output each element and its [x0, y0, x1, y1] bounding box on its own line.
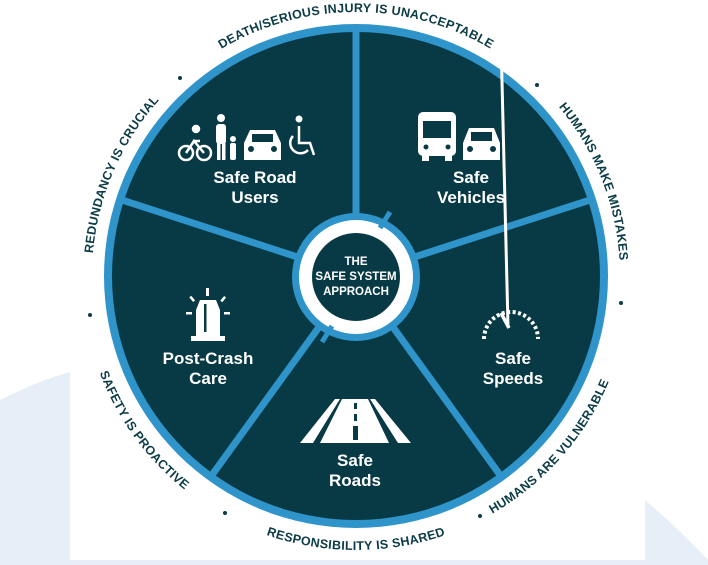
road-icon — [300, 399, 411, 443]
segment-safe-road-users: Safe Road Users — [177, 114, 316, 207]
center-title-line3: APPROACH — [323, 286, 389, 298]
separator-dot — [223, 511, 227, 515]
background-shape-right — [645, 500, 708, 565]
separator-dot — [178, 76, 182, 80]
separator-dots — [88, 76, 623, 518]
car-icon — [244, 130, 281, 160]
separator-dot — [535, 83, 539, 87]
segment-label-line2: Users — [231, 188, 278, 207]
segment-safe-speeds: Safe Speeds — [482, 0, 543, 388]
background-strip-bottom — [0, 560, 708, 565]
pedestrian-family-icon — [216, 114, 236, 160]
segment-label-line2: Roads — [329, 471, 381, 490]
background-shape-left — [0, 372, 70, 565]
segment-label-line1: Safe Road — [213, 168, 296, 187]
bicycle-icon — [177, 124, 213, 162]
principle-shared: RESPONSIBILITY IS SHARED — [265, 524, 446, 553]
segment-post-crash-care: Post-Crash Care — [163, 288, 254, 388]
hub-ring-gap — [377, 210, 393, 230]
separator-dot — [619, 301, 623, 305]
wheelchair-icon — [288, 115, 316, 156]
segment-label-line1: Safe — [337, 451, 373, 470]
center-title-line2: SAFE SYSTEM — [315, 271, 396, 283]
speedometer-icon — [482, 0, 540, 340]
segment-label-line2: Speeds — [483, 369, 543, 388]
segment-label-line2: Vehicles — [437, 188, 505, 207]
center-hub-inner — [312, 233, 400, 321]
car-icon — [463, 128, 500, 160]
center-title-line1: THE — [345, 256, 368, 268]
segment-safe-vehicles: Safe Vehicles — [418, 112, 505, 207]
segment-safe-roads: Safe Roads — [300, 399, 411, 490]
hub-ring-gap — [319, 324, 335, 344]
segment-label-line1: Safe — [495, 349, 531, 368]
segment-label-line2: Care — [189, 369, 227, 388]
emergency-light-icon — [186, 288, 230, 341]
segment-label-line1: Post-Crash — [163, 349, 254, 368]
bus-icon — [418, 112, 456, 161]
separator-dot — [88, 313, 92, 317]
segment-label-line1: Safe — [453, 168, 489, 187]
separator-dot — [478, 514, 482, 518]
